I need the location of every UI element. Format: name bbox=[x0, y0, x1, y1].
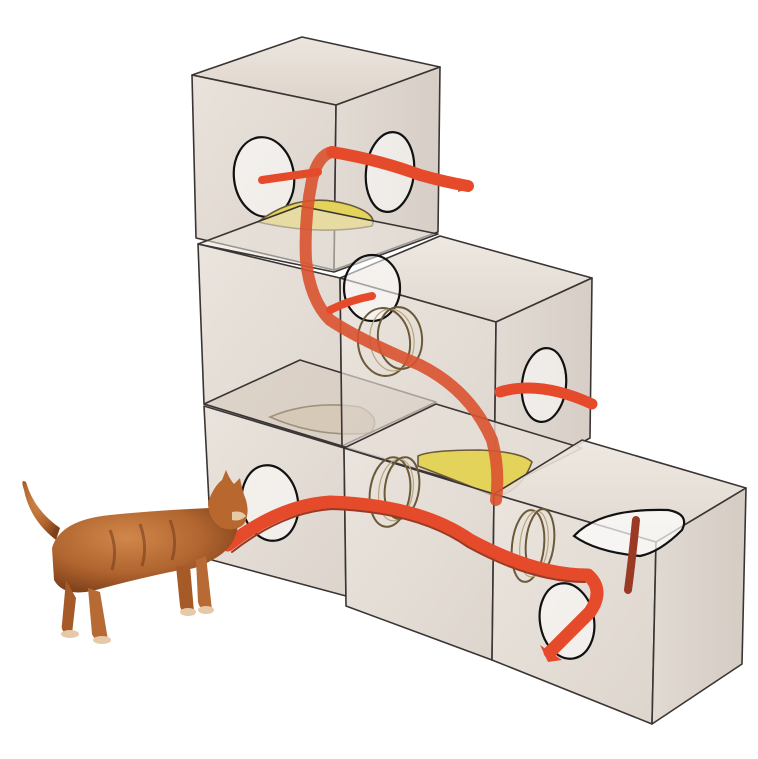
ribbon-arrow-top bbox=[458, 178, 472, 192]
bottom-middle-tunnel bbox=[368, 456, 421, 528]
bottom-middle-box-platform bbox=[417, 449, 533, 497]
ribbon-arrow-bottom bbox=[540, 645, 562, 662]
bottom-right-box bbox=[491, 439, 747, 725]
ribbon-segment-rise bbox=[299, 146, 504, 506]
cat-path-ribbon bbox=[221, 146, 640, 662]
bottom-right-box-top-hole bbox=[572, 508, 686, 558]
ribbon-segment-bottom bbox=[221, 495, 604, 659]
ribbon-segment-top bbox=[326, 146, 474, 192]
bottom-right-box-side bbox=[651, 487, 747, 725]
ribbon-segment-bottom-edge bbox=[231, 508, 586, 583]
middle-right-box-top-hole bbox=[342, 253, 402, 323]
ribbon-segment-mid-branch bbox=[326, 292, 376, 314]
cat-icon bbox=[22, 470, 248, 644]
ribbon-segment-top-left bbox=[258, 168, 322, 184]
ribbon-segment-right-rise bbox=[624, 516, 640, 594]
ribbon-segment-right-branch bbox=[494, 382, 598, 410]
